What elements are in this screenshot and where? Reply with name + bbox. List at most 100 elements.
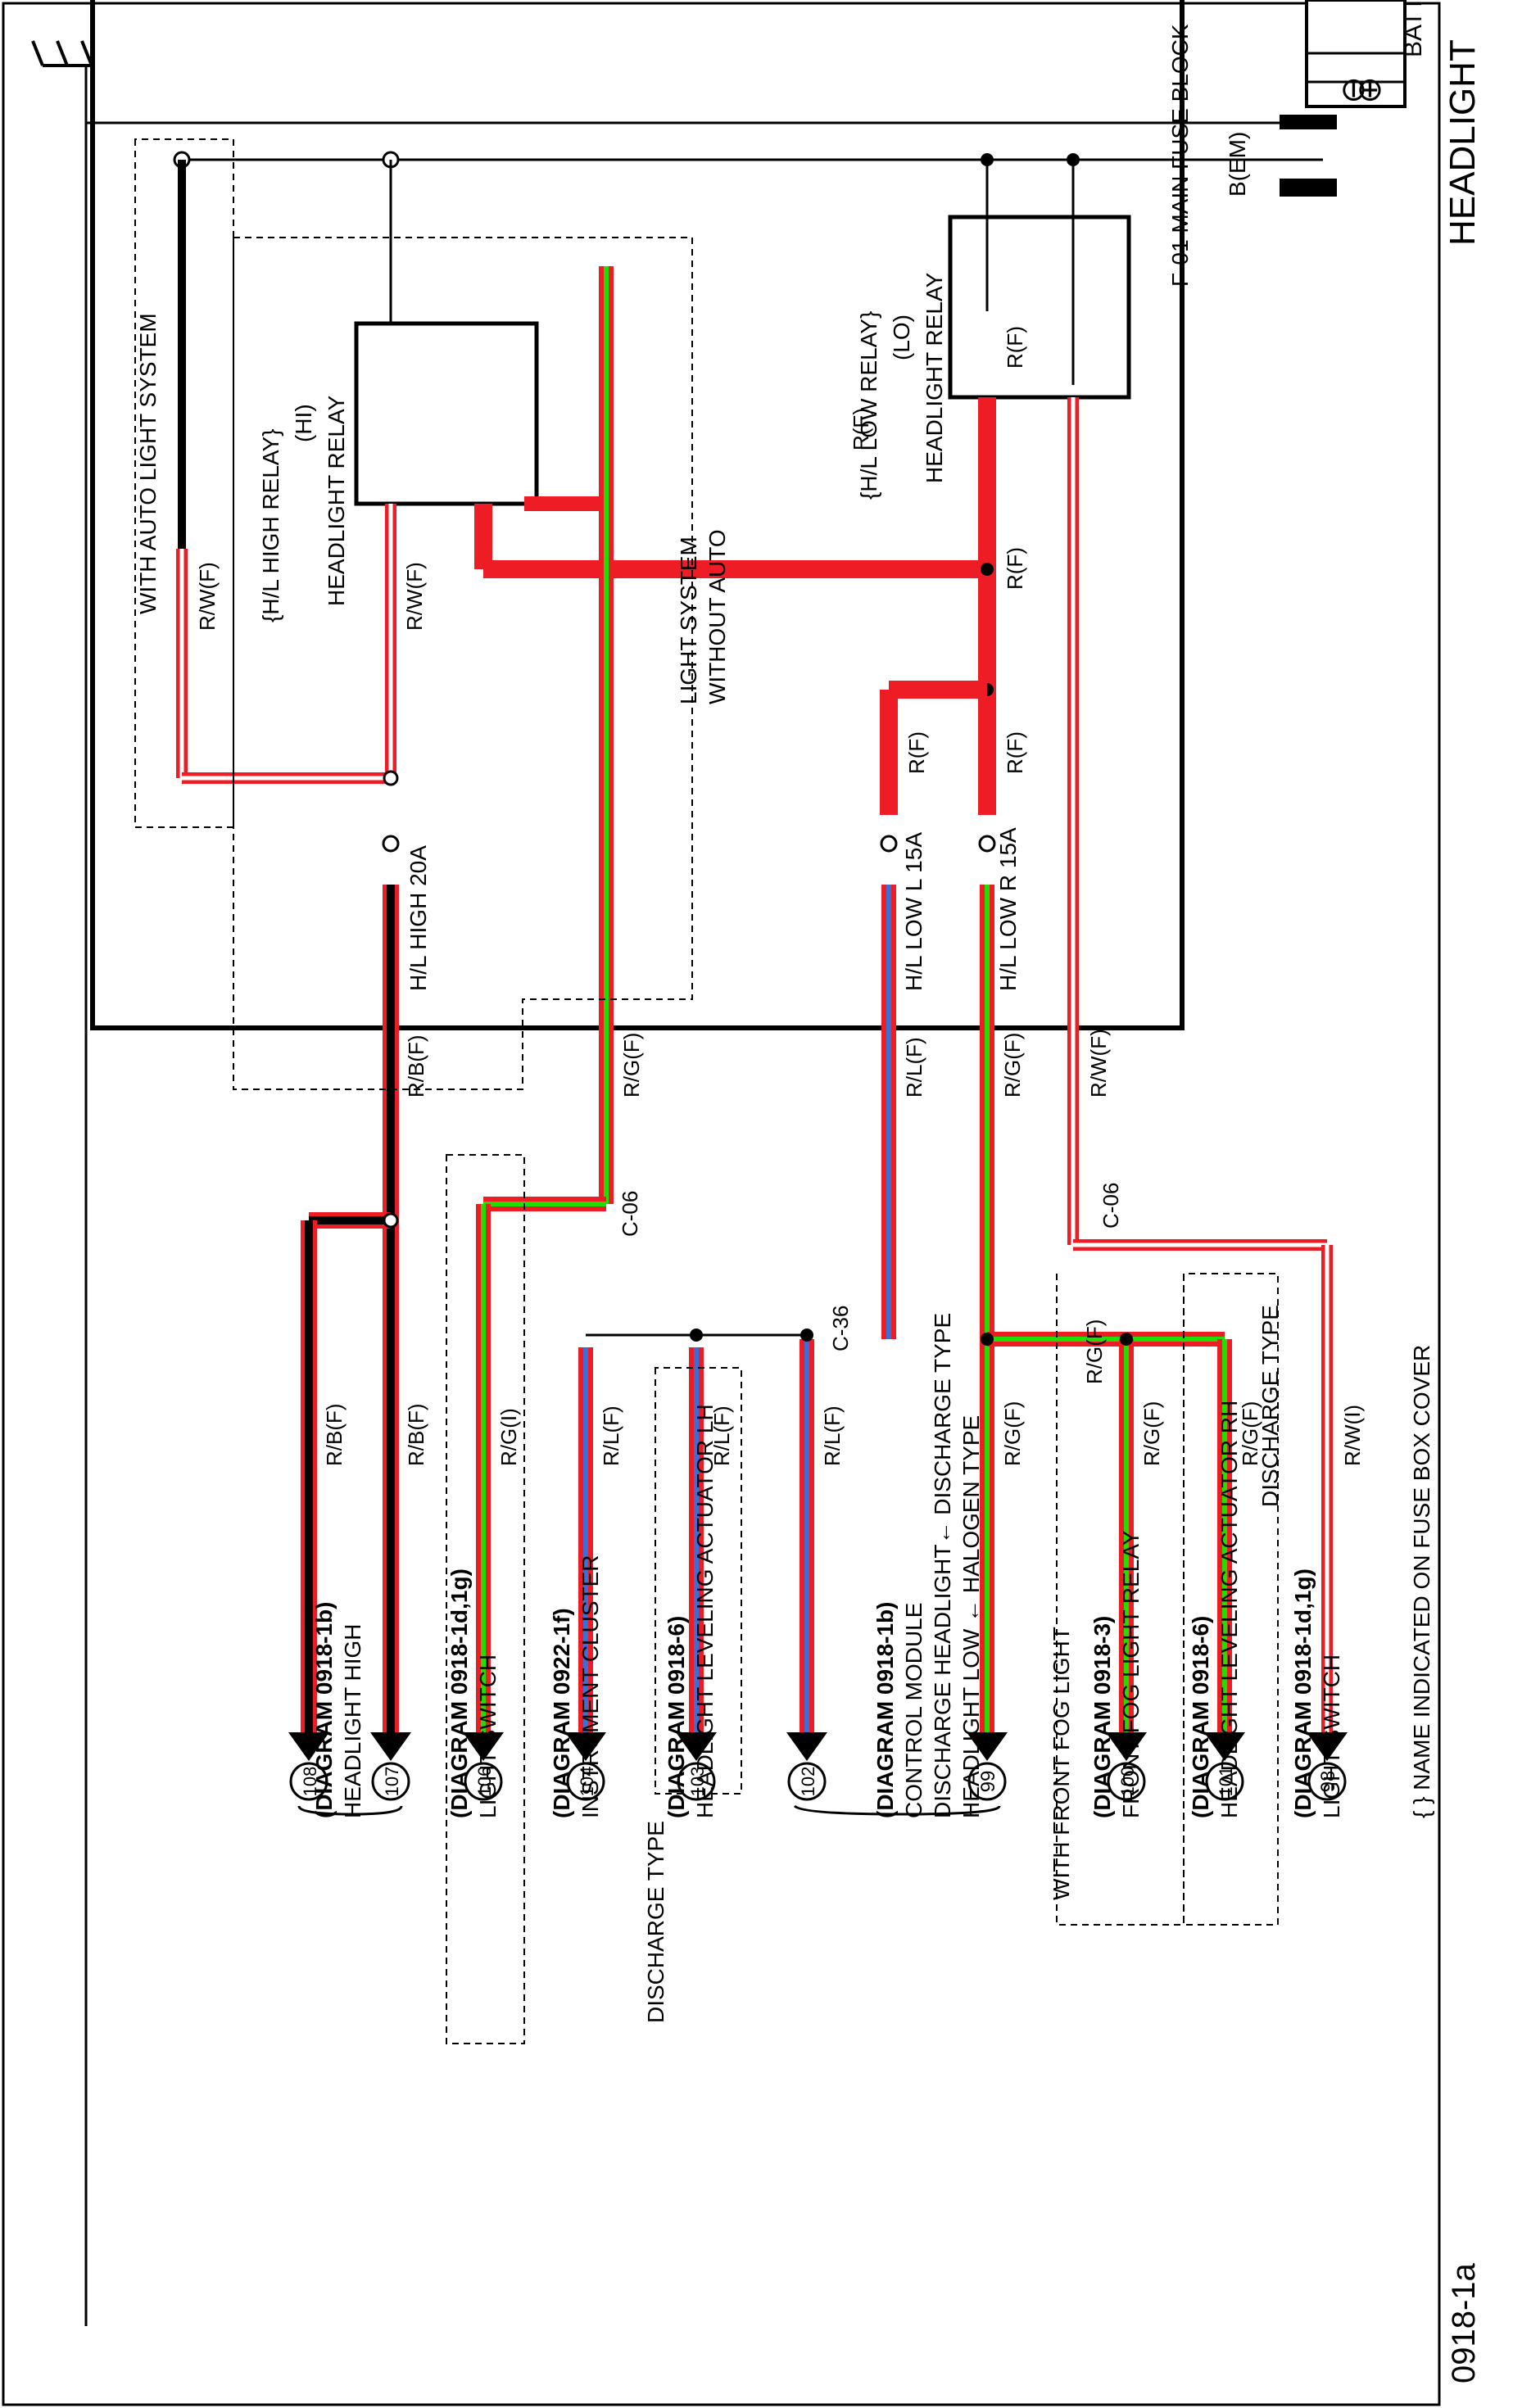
wire-label-rf-4: R(F) [904, 731, 929, 774]
brace-107-108 [297, 1805, 403, 1816]
outer-border [2, 2, 1441, 2406]
junction-rbf [383, 1212, 399, 1229]
discharge-type-label-rh: DISCHARGE TYPE [1257, 1305, 1283, 1507]
dest-106-num: 106 [474, 1767, 495, 1797]
dest-107-num: 107 [382, 1767, 402, 1797]
dest-106-name: LIGHT SWITCH [475, 1654, 501, 1818]
battery-label: BATTERY [1400, 0, 1427, 57]
discharge-box-rh [1183, 1273, 1279, 1926]
discharge-box-lh [655, 1367, 742, 1795]
discharge-type-label-lh: DISCHARGE TYPE [643, 1821, 668, 2023]
fuse-low-l-label: H/L LOW L 15A [901, 832, 926, 991]
brace-99-102 [793, 1804, 1001, 1816]
headlight-relay-hi [354, 321, 539, 506]
wire-label-rbf-1: R/B(F) [404, 1034, 428, 1098]
dest-101-num: 101 [1216, 1767, 1236, 1797]
wire-label-rlf-2: R/L(F) [820, 1405, 845, 1466]
main-fuse-block-label: F-01 MAIN FUSE BLOCK [1167, 24, 1193, 287]
dest-104-name: INSTRUMENT CLUSTER [578, 1555, 603, 1818]
relay-lo-line1: HEADLIGHT RELAY [922, 272, 947, 483]
dest-99-num: 99 [977, 1771, 999, 1793]
wire-label-rf-5: R(F) [849, 408, 873, 450]
fuse-high-symbol [382, 835, 400, 853]
wire-label-rlf-3: R/L(F) [709, 1405, 734, 1466]
dest-100-diagram: (DIAGRAM 0918-3) [1089, 1616, 1115, 1818]
group-107-108-diagram: (DIAGRAM 0918-1b) [311, 1602, 337, 1818]
junction-rf-1 [981, 563, 994, 576]
wire-label-rwi: R/W(I) [1340, 1405, 1365, 1466]
dest-103-name: HEADLIGHT LEVELING ACTUATOR LH [692, 1404, 718, 1818]
dest-100-num: 100 [1117, 1767, 1138, 1797]
junction-rwf-auto [383, 770, 399, 786]
without-auto-label-1: WITHOUT AUTO [704, 529, 730, 704]
battery-negative-lead [1280, 115, 1337, 129]
wire-label-rf-2: R(F) [1003, 547, 1027, 590]
wire-label-rlf-4: R/L(F) [599, 1405, 623, 1466]
battery-positive-lead [1280, 179, 1337, 197]
dest-100-name: FRONT FOG LIGHT RELAY [1118, 1530, 1144, 1818]
group-99-102-line3: CONTROL MODULE [901, 1603, 926, 1818]
relay-hi-line3: {H/L HIGH RELAY} [258, 428, 283, 622]
without-auto-label-2: LIGHT SYSTEM [676, 536, 701, 704]
group-99-102-line2: DISCHARGE HEADLIGHT← DISCHARGE TYPE [930, 1313, 955, 1818]
dest-98-diagram: (DIAGRAM 0918-1d,1g) [1290, 1568, 1316, 1818]
with-front-fog-label: WITH FRONT FOG LIGHT [1049, 1627, 1074, 1900]
main-fuse-block [90, 0, 1185, 1030]
relay-hi-line1: HEADLIGHT RELAY [324, 395, 349, 606]
wire-label-rf-1: R(F) [1003, 326, 1027, 369]
wire-label-rwf-2: R/W(F) [402, 562, 427, 631]
dest-104-num: 104 [577, 1767, 597, 1797]
wire-label-rgf-2: R/G(F) [619, 1033, 644, 1098]
wire-label-rgf-6: R/G(F) [1082, 1319, 1107, 1384]
battery-symbol [1305, 0, 1407, 108]
group-107-108-name: HEADLIGHT HIGH [340, 1623, 365, 1818]
dest-106-diagram: (DIAGRAM 0918-1d,1g) [446, 1568, 472, 1818]
junction-rlf-2 [800, 1328, 813, 1342]
dest-98-num: 98 [1317, 1771, 1339, 1793]
wire-label-rlf-1: R/L(F) [902, 1037, 926, 1098]
relay-hi-line2: (HI) [291, 404, 316, 442]
wire-label-rgf-4: R/G(F) [1139, 1401, 1164, 1466]
without-auto-box [233, 237, 693, 1090]
dest-108-num: 108 [300, 1767, 320, 1797]
dest-102-num: 102 [798, 1767, 818, 1797]
terminals [288, 1732, 1348, 1761]
junction-rlf-1 [690, 1328, 703, 1342]
junction-rgf-1 [981, 1333, 994, 1346]
wire-label-rbf-2: R/B(F) [404, 1403, 428, 1466]
battery-plus: ⊕ [1352, 76, 1388, 104]
wire-label-rbf-3: R/B(F) [322, 1403, 347, 1466]
dest-103-num: 103 [687, 1767, 708, 1797]
name-note: { } NAME INDICATED ON FUSE BOX COVER [1409, 1345, 1434, 1818]
wire-label-rgf-5: R/G(F) [1238, 1401, 1262, 1466]
battery-minus: ⊖ [1335, 76, 1371, 104]
wire-label-rwf-3: R/W(F) [195, 562, 220, 631]
diagram-number: 0918-1a [1446, 2262, 1482, 2383]
dest-101-diagram: (DIAGRAM 0918-6) [1188, 1616, 1213, 1818]
with-auto-label: WITH AUTO LIGHT SYSTEM [135, 313, 161, 614]
dest-103-diagram: (DIAGRAM 0918-6) [664, 1616, 689, 1818]
connector-c06-a: C-06 [1099, 1183, 1123, 1229]
page-title: HEADLIGHT [1443, 39, 1483, 246]
front-fog-box [1056, 1274, 1185, 1926]
light-switch-106-box [446, 1154, 525, 2044]
wire-label-rwf-1: R/W(F) [1086, 1029, 1111, 1098]
fuse-low-r-label: H/L LOW R 15A [995, 827, 1021, 991]
fuse-high-label: H/L HIGH 20A [405, 845, 431, 991]
wire-label-rgf-1: R/G(F) [1000, 1033, 1025, 1098]
fuse-low-l-symbol [880, 835, 898, 853]
wire-label-rgf-3: R/G(F) [1000, 1401, 1025, 1466]
relay-lo-line2: (LO) [889, 315, 914, 360]
connector-c06-b: C-06 [618, 1191, 642, 1237]
dest-104-diagram: (DIAGRAM 0922-1f) [549, 1608, 574, 1818]
headlight-relay-lo [948, 215, 1131, 400]
fuse-low-r-symbol [978, 835, 996, 853]
terminal-circles [289, 1762, 1347, 1801]
battery-main-wire-label: B(EM) [1225, 132, 1250, 197]
ground-symbol [31, 40, 93, 67]
connector-c36: C-36 [828, 1306, 853, 1351]
wire-label-rf-3: R(F) [1003, 731, 1027, 774]
dest-98-name: LIGHT SWITCH [1319, 1654, 1344, 1818]
dest-102-diagram: (DIAGRAM 0918-1b) [872, 1602, 898, 1818]
